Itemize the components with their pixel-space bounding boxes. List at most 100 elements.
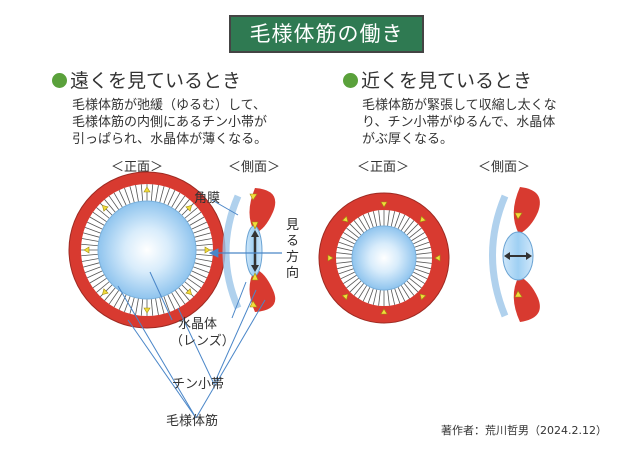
zonule-fiber	[189, 216, 205, 226]
outward-arrow-icon	[143, 307, 151, 314]
outward-arrow-icon	[185, 205, 192, 212]
lens	[97, 200, 197, 300]
near-heading-text: 近くを見ているとき	[361, 70, 533, 92]
far-description-line: 引っぱられ、水晶体が薄くなる。	[72, 132, 268, 147]
zonule-fiber	[159, 186, 165, 203]
far-description-line: 毛様体筋が弛緩（ゆるむ）して、	[72, 98, 266, 113]
zonule-fiber	[406, 223, 419, 236]
zonule-fiber	[174, 289, 186, 305]
zonule-fiber	[367, 288, 374, 304]
near-description-line: がぶ厚くなる。	[362, 132, 454, 147]
far-heading: 遠くを見ているとき	[52, 66, 241, 93]
zonule-fiber	[140, 184, 144, 202]
inward-arrows	[327, 201, 441, 315]
zonule-fiber	[113, 192, 123, 208]
zonule-fiber	[81, 238, 99, 242]
zonule-fiber	[367, 212, 374, 228]
zonule-fiber	[397, 286, 406, 302]
inward-arrow-icon	[341, 293, 349, 301]
bullet-icon	[52, 73, 67, 88]
far-description-line: 毛様体筋の内側にあるチン小帯が	[72, 115, 268, 130]
zonule-fiber	[408, 277, 422, 289]
zonule-fiber	[167, 190, 176, 206]
zonule-fiber	[89, 216, 105, 226]
zonule-fiber	[155, 298, 159, 316]
zonule-fiber	[150, 298, 154, 316]
zonule-fiber	[178, 199, 190, 213]
zonule-fiber	[415, 261, 432, 264]
zonule-fiber	[394, 212, 401, 228]
zonule-fiber	[338, 268, 354, 275]
zonule-fibers	[336, 210, 432, 306]
zonule-fiber	[343, 232, 358, 242]
inward-arrow-icon	[419, 293, 427, 301]
zonule-fiber	[118, 294, 127, 310]
zonule-fiber	[192, 227, 210, 234]
inward-arrow-icon	[419, 215, 427, 223]
zonule-fiber	[372, 289, 378, 305]
near-description-line: り、チン小帯がゆるんで、水晶体	[362, 115, 556, 130]
zonule-fiber	[390, 211, 396, 227]
zonule-fiber	[346, 227, 360, 239]
ciliary-label: 毛様体筋	[166, 414, 219, 429]
zonule-fiber	[81, 243, 99, 247]
zonule-fiber	[163, 187, 170, 205]
zonule-fiber	[150, 184, 154, 202]
zonule-fiber	[397, 214, 406, 230]
near-description-line: 毛様体筋が緊張して収縮し太くな	[362, 98, 557, 113]
zonule-fiber	[353, 220, 365, 234]
zonule-fiber	[191, 221, 207, 230]
zonule-fiber	[349, 223, 362, 236]
zonule-fiber	[387, 210, 390, 227]
inward-arrow-icon	[341, 215, 349, 223]
zonule-fiber	[400, 217, 410, 232]
inward-arrow-icon	[327, 254, 334, 262]
far-description: 毛様体筋が弛緩（ゆるむ）して、 毛様体筋の内側にあるチン小帯が 引っぱられ、水晶…	[72, 97, 267, 148]
zonule-fiber	[415, 252, 432, 255]
zonule-fiber	[372, 211, 378, 227]
zonule-fiber	[415, 264, 431, 270]
outward-arrow-icon	[143, 186, 151, 193]
zonule-fiber	[124, 295, 131, 313]
zonule-fiber	[92, 277, 108, 289]
zonule-fiber	[346, 277, 360, 289]
zonule-fiber	[184, 207, 198, 219]
zonule-fiber	[92, 211, 108, 223]
zonule-fiber	[87, 221, 103, 230]
zonule-fiber	[343, 274, 358, 284]
near-side-eye	[489, 187, 540, 322]
lens-label: 水晶体	[178, 317, 218, 332]
near-front-eye	[318, 192, 450, 324]
far-side-eye	[222, 188, 276, 312]
inward-arrow-icon	[380, 308, 388, 315]
near-heading: 近くを見ているとき	[343, 66, 532, 93]
zonule-fiber	[84, 266, 102, 273]
zonule-fiber	[135, 298, 139, 316]
inward-arrow-icon	[434, 254, 441, 262]
zonule-fiber	[96, 281, 110, 293]
zonule-fiber	[191, 270, 207, 279]
cornea	[489, 194, 509, 318]
zonule-fiber	[124, 187, 131, 205]
zonule-fiber	[358, 217, 368, 232]
lens-sub-label: （レンズ）	[170, 334, 235, 349]
zonule-fiber	[83, 232, 100, 238]
zonule-fiber	[337, 246, 353, 252]
zonule-fiber	[362, 286, 371, 302]
pointer-lines	[117, 199, 266, 419]
zonule-fibers	[81, 184, 213, 316]
zonule-fiber	[338, 241, 354, 248]
near-side-label: ＜側面＞	[478, 160, 531, 175]
zonule-fiber	[194, 232, 211, 238]
zonule-fiber	[412, 271, 428, 280]
zonule-fiber	[167, 294, 176, 310]
bullet-icon	[343, 73, 358, 88]
zonule-fiber	[108, 195, 120, 211]
zonule-fiber	[336, 261, 353, 264]
far-front-eye	[68, 171, 226, 329]
zonule-fiber	[186, 211, 202, 223]
zonule-fiber	[408, 227, 422, 239]
zonule-fiber	[129, 297, 135, 314]
zonule-fiber	[415, 246, 431, 252]
